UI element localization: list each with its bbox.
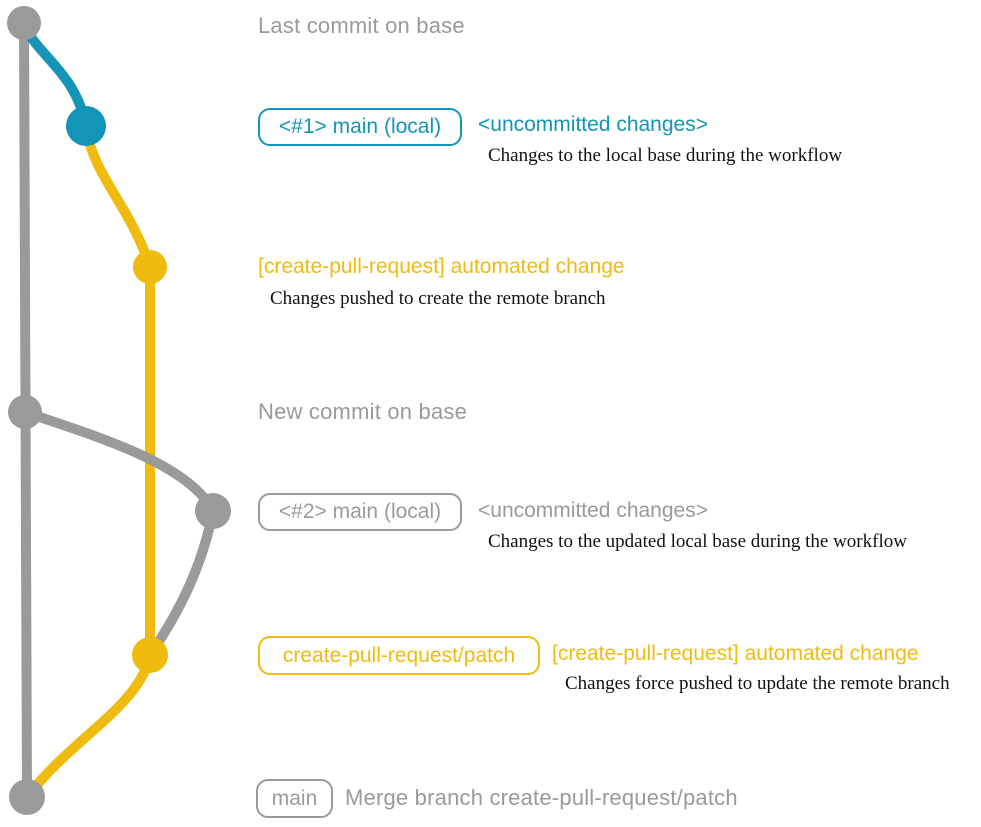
branch-badge-label: create-pull-request/patch: [282, 643, 516, 667]
branch-badge-create-pull-request-patch: create-pull-request/patch: [258, 636, 540, 675]
commit-message-automated-change-2: [create-pull-request] automated change: [552, 642, 919, 665]
commit-node-last-commit-base: [7, 6, 41, 40]
label-new-commit-on-base: New commit on base: [258, 399, 468, 424]
edge-rebase-to-remote: [145, 506, 218, 660]
commit-message-uncommitted-2: <uncommitted changes>: [478, 499, 708, 522]
commit-node-remote-branch-1: [133, 250, 167, 284]
note-local-base-changes: Changes to the local base during the wor…: [488, 145, 843, 166]
branch-badge-label: <#1> main (local): [278, 115, 442, 138]
label-last-commit-on-base: Last commit on base: [258, 13, 465, 38]
commit-message-merge-branch: Merge branch create-pull-request/patch: [345, 785, 738, 810]
commit-message-uncommitted-1: <uncommitted changes>: [478, 113, 708, 136]
commit-message-automated-change-1: [create-pull-request] automated change: [258, 255, 625, 278]
note-force-pushed-update-remote: Changes force pushed to update the remot…: [565, 673, 950, 694]
note-updated-local-base-changes: Changes to the updated local base during…: [488, 531, 907, 552]
edge-local-main-2: [20, 407, 218, 516]
branch-badge-label: main: [271, 786, 318, 810]
edge-merge-into-main: [22, 650, 155, 802]
branch-badge-main-local-1: <#1> main (local): [258, 108, 462, 146]
branch-badge-main-local-2: <#2> main (local): [258, 493, 462, 531]
commit-node-local-main-1: [66, 106, 106, 146]
edge-remote-branch-create: [81, 121, 155, 272]
branch-badge-label: <#2> main (local): [278, 500, 442, 523]
commit-node-local-main-2: [195, 493, 231, 529]
commit-node-merge: [9, 779, 45, 815]
commit-node-new-commit-base: [8, 395, 42, 429]
commit-node-remote-branch-2: [132, 637, 168, 673]
branch-badge-main: main: [256, 779, 333, 818]
note-pushed-create-remote: Changes pushed to create the remote bran…: [270, 288, 606, 309]
